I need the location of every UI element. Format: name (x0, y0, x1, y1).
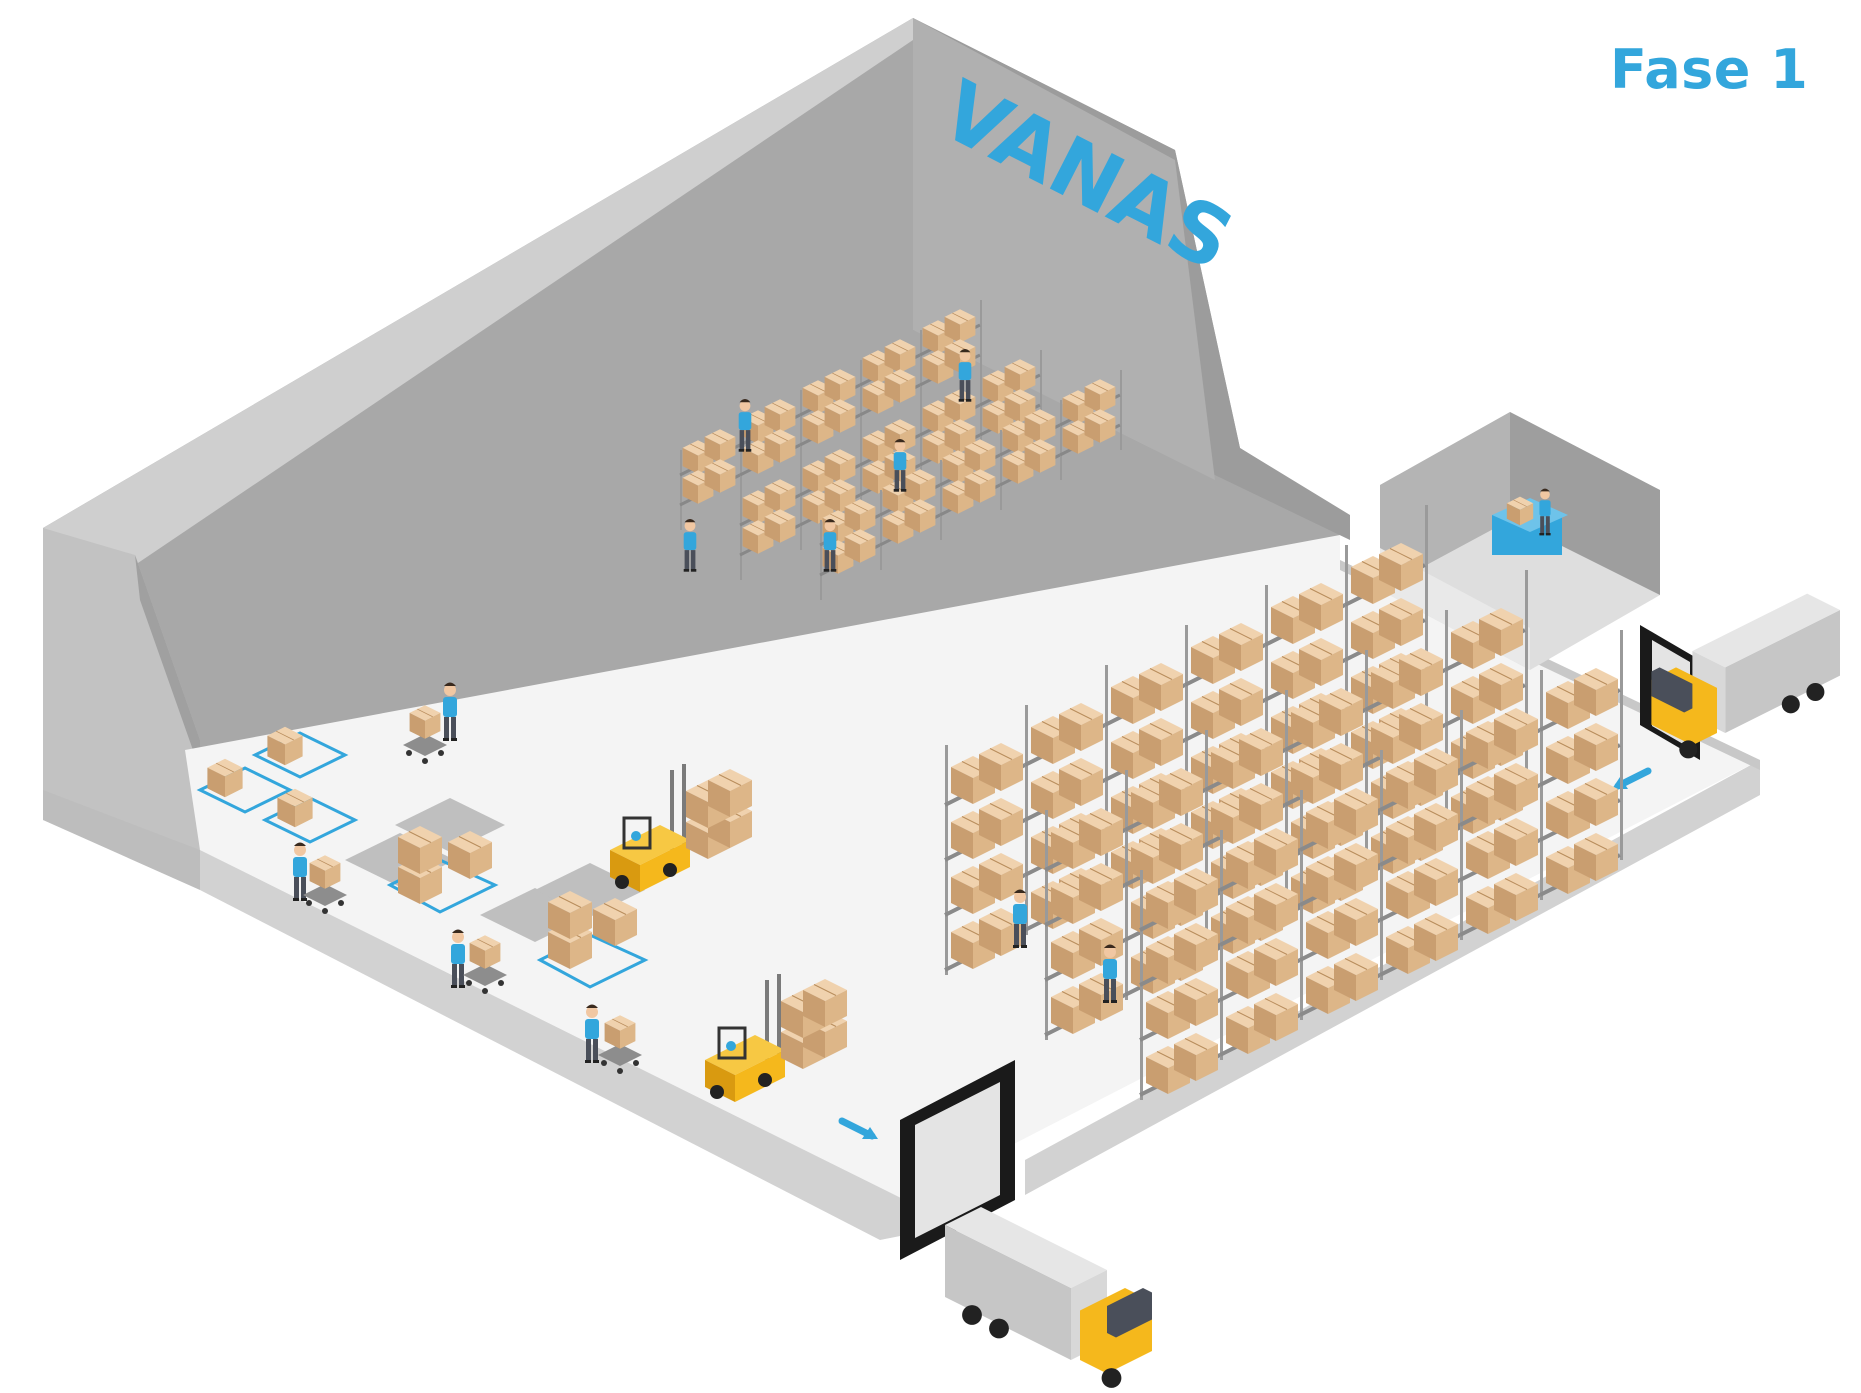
staging-area (196, 726, 649, 989)
truck-right (1651, 593, 1840, 759)
warehouse-back-wall (43, 18, 1350, 770)
truck-front (945, 1207, 1152, 1388)
warehouse-left-wall (43, 528, 200, 850)
office-room (1380, 412, 1660, 670)
phase-title: Fase 1 (1610, 38, 1809, 101)
